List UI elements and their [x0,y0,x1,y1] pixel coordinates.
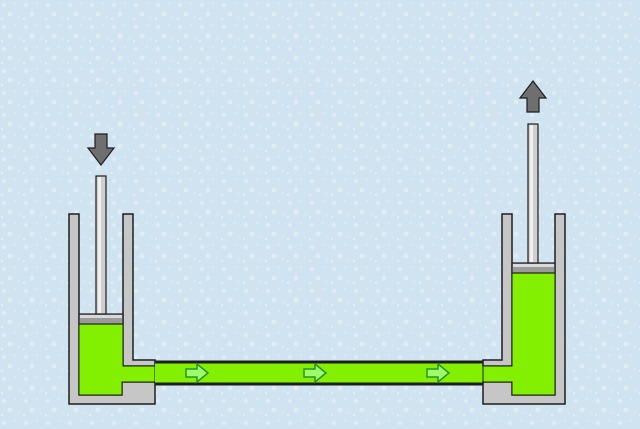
flow-arrow-icon [185,362,210,384]
right-fluid [482,272,556,396]
arrow-down-icon [86,133,116,166]
flow-arrow-icon [426,362,451,384]
flow-arrow-icon [303,362,328,384]
left-piston-highlight [80,315,122,318]
arrow-up-icon [518,80,548,113]
right-piston-highlight [513,264,554,267]
right-cylinder [482,123,566,405]
right-rod-highlight [530,125,533,262]
left-cylinder [68,175,156,405]
left-rod-highlight [98,177,101,313]
flow-arrows [185,362,451,384]
